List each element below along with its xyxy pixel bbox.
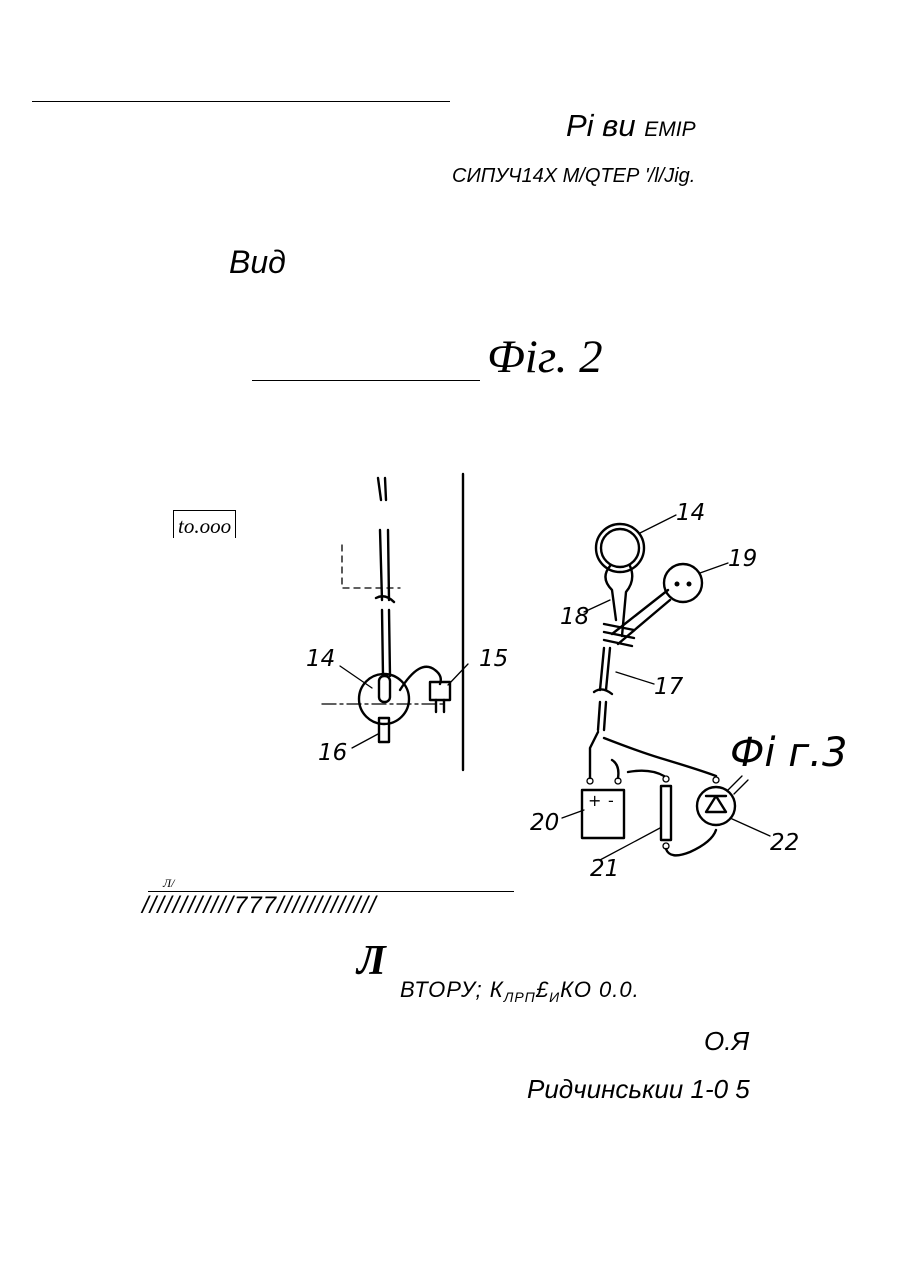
- disk-hole-a: [675, 582, 680, 587]
- wire-to-battery-minus: [612, 760, 618, 778]
- author-mid: £: [536, 977, 549, 1002]
- rod-top-break: [378, 478, 386, 500]
- ground-small-mark: Л/: [163, 876, 174, 891]
- wire-resistor-led: [666, 830, 716, 855]
- dashed-outline: [342, 545, 400, 588]
- ring-14: [359, 674, 409, 724]
- label-22: 22: [770, 830, 799, 856]
- disk-hole-b: [687, 582, 692, 587]
- author-sub2: И: [549, 989, 560, 1005]
- terminal-d: [713, 777, 719, 783]
- ring-14-fig3: [596, 524, 644, 572]
- leader-14-fig3: [640, 515, 676, 533]
- fig3-label: Фі г.3: [730, 730, 847, 776]
- fig2-drawing: 14 15 16: [306, 474, 508, 770]
- footer-signature: Ридчинськии 1-0 5: [527, 1074, 750, 1105]
- label-14-right: 14: [676, 500, 705, 526]
- battery-minus-sign: -: [608, 791, 614, 810]
- part-16: [379, 718, 389, 742]
- rod-lower: [382, 610, 390, 676]
- leader-14: [340, 666, 372, 688]
- leader-22: [730, 818, 770, 836]
- leader-17: [616, 672, 654, 684]
- wire-to-battery-plus: [590, 732, 598, 778]
- leader-19: [700, 563, 728, 573]
- wire-17: [600, 648, 610, 690]
- wire-to-led: [604, 738, 716, 776]
- footer-author-line: ВТОРУ; КЛРП£ИКО 0.0.: [400, 977, 640, 1005]
- author-end: КО 0.0.: [560, 977, 640, 1002]
- label-18: 18: [560, 604, 589, 630]
- label-16: 16: [318, 740, 347, 766]
- wire-break: [594, 689, 612, 694]
- footer-initials: О.Я: [704, 1026, 749, 1057]
- fig3-drawing: + - 14 19 18 17 20 21 22 Фі: [530, 500, 847, 882]
- label-19: 19: [728, 546, 757, 572]
- author-sub1: ЛРП: [504, 989, 536, 1005]
- leader-15: [448, 664, 468, 685]
- label-14-left: 14: [306, 646, 335, 672]
- footer-big-letter: Л: [357, 937, 386, 985]
- ground-hatch: ////////////777/////////////: [142, 892, 377, 920]
- clip-element: [379, 676, 390, 702]
- wire-17-lower: [598, 702, 606, 730]
- author-prefix: ВТОРУ; К: [400, 977, 504, 1002]
- label-17: 17: [654, 674, 684, 700]
- disk-19: [664, 564, 702, 602]
- label-20: 20: [530, 810, 559, 836]
- label-21: 21: [590, 856, 619, 882]
- leader-20: [562, 810, 584, 818]
- rod-break-mark: [376, 596, 394, 602]
- ring-14-inner: [601, 529, 639, 567]
- label-15: 15: [479, 646, 508, 672]
- rod-upper: [380, 530, 389, 600]
- led-22: [697, 787, 735, 825]
- wire-to-resistor: [628, 771, 664, 776]
- battery-plus-sign: +: [588, 791, 601, 810]
- resistor-21: [661, 786, 671, 840]
- terminal-c: [663, 776, 669, 782]
- led-symbol: [706, 796, 726, 812]
- leader-16: [352, 734, 378, 748]
